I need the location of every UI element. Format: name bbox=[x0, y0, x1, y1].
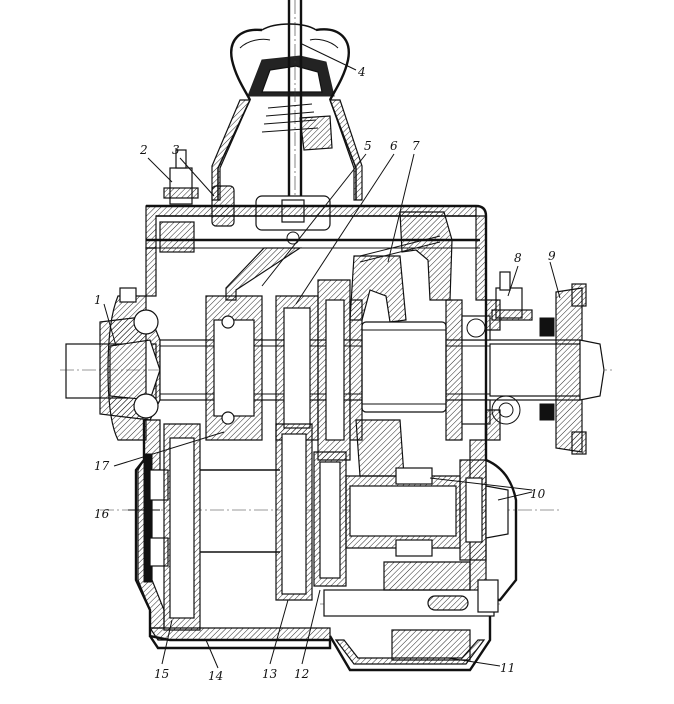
callout-15: 15 bbox=[154, 667, 169, 681]
leader-lines bbox=[103, 43, 561, 669]
callout-17: 17 bbox=[94, 459, 110, 473]
callout-11: 11 bbox=[500, 661, 515, 675]
callout-3: 3 bbox=[172, 143, 180, 157]
callout-8: 8 bbox=[514, 251, 522, 265]
callout-labels: 1 2 3 4 5 6 7 8 9 10 11 12 13 14 15 16 1… bbox=[94, 65, 556, 683]
callout-1: 1 bbox=[94, 293, 102, 307]
shift-rails bbox=[146, 149, 480, 323]
callout-14: 14 bbox=[208, 669, 223, 683]
reverse-idler bbox=[320, 561, 500, 661]
input-shaft bbox=[65, 287, 161, 441]
callout-4: 4 bbox=[357, 65, 366, 79]
callout-10: 10 bbox=[530, 487, 546, 501]
main-shaft bbox=[60, 271, 612, 477]
callout-13: 13 bbox=[262, 667, 278, 681]
countershaft bbox=[100, 423, 560, 631]
callout-16: 16 bbox=[94, 507, 110, 521]
callout-9: 9 bbox=[548, 249, 556, 263]
callout-6: 6 bbox=[390, 139, 398, 153]
callout-2: 2 bbox=[139, 143, 148, 157]
callout-7: 7 bbox=[412, 139, 420, 153]
callout-5: 5 bbox=[364, 139, 372, 153]
callout-12: 12 bbox=[294, 667, 309, 681]
